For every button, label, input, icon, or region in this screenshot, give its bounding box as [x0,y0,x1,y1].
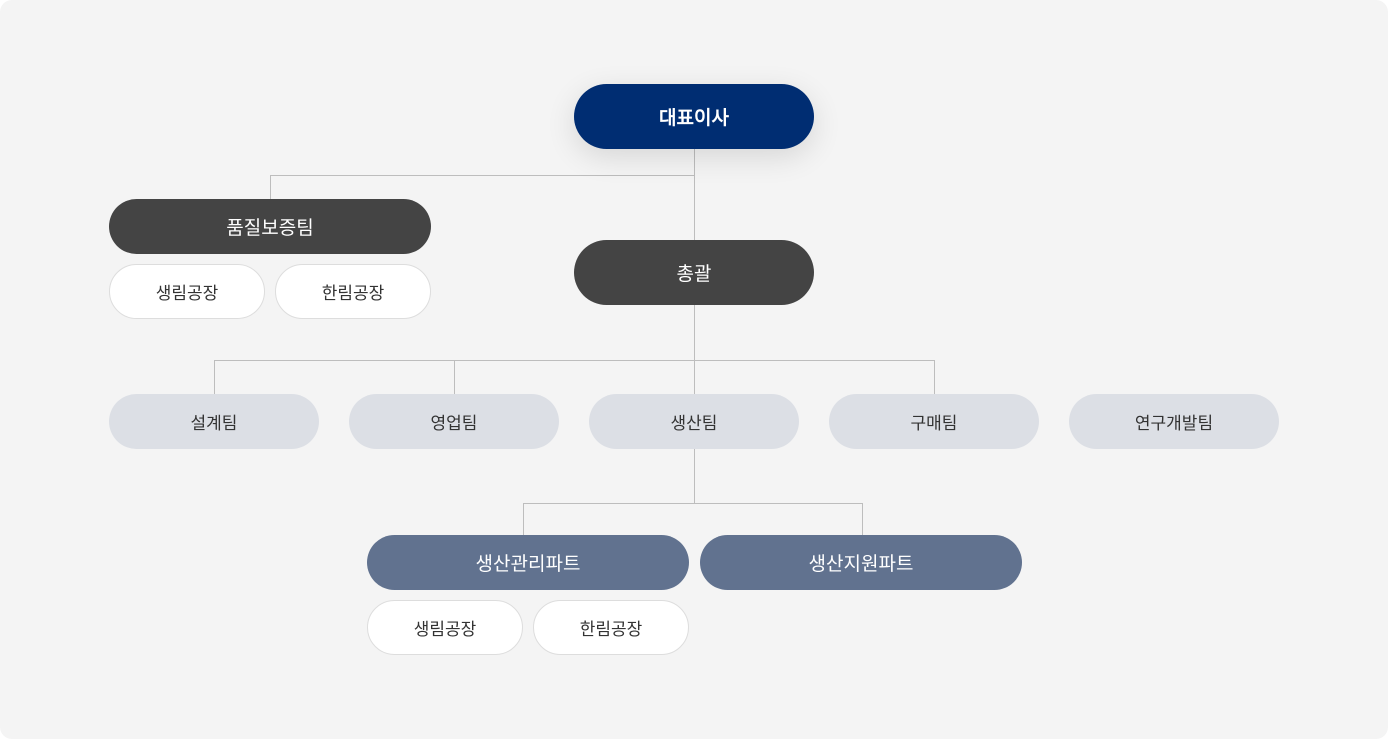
connector [523,503,863,504]
node-team-production: 생산팀 [589,394,799,449]
node-quality-site-1: 생림공장 [109,264,265,319]
node-production-support: 생산지원파트 [700,535,1022,590]
connector [934,360,935,394]
connector [270,175,695,176]
node-team-design: 설계팀 [109,394,319,449]
connector [454,360,455,394]
connector [523,503,524,535]
node-quality-team: 품질보증팀 [109,199,431,254]
node-team-purchasing: 구매팀 [829,394,1039,449]
node-part-site-2: 한림공장 [533,600,689,655]
connector [270,175,271,199]
connector [694,149,695,240]
connector [862,503,863,535]
node-quality-site-2: 한림공장 [275,264,431,319]
node-general: 총괄 [574,240,814,305]
connector [694,449,695,503]
node-team-rnd: 연구개발팀 [1069,394,1279,449]
connector [214,360,215,394]
node-production-management: 생산관리파트 [367,535,689,590]
node-part-site-1: 생림공장 [367,600,523,655]
node-team-sales: 영업팀 [349,394,559,449]
node-ceo: 대표이사 [574,84,814,149]
connector [214,360,935,361]
connector [694,305,695,394]
